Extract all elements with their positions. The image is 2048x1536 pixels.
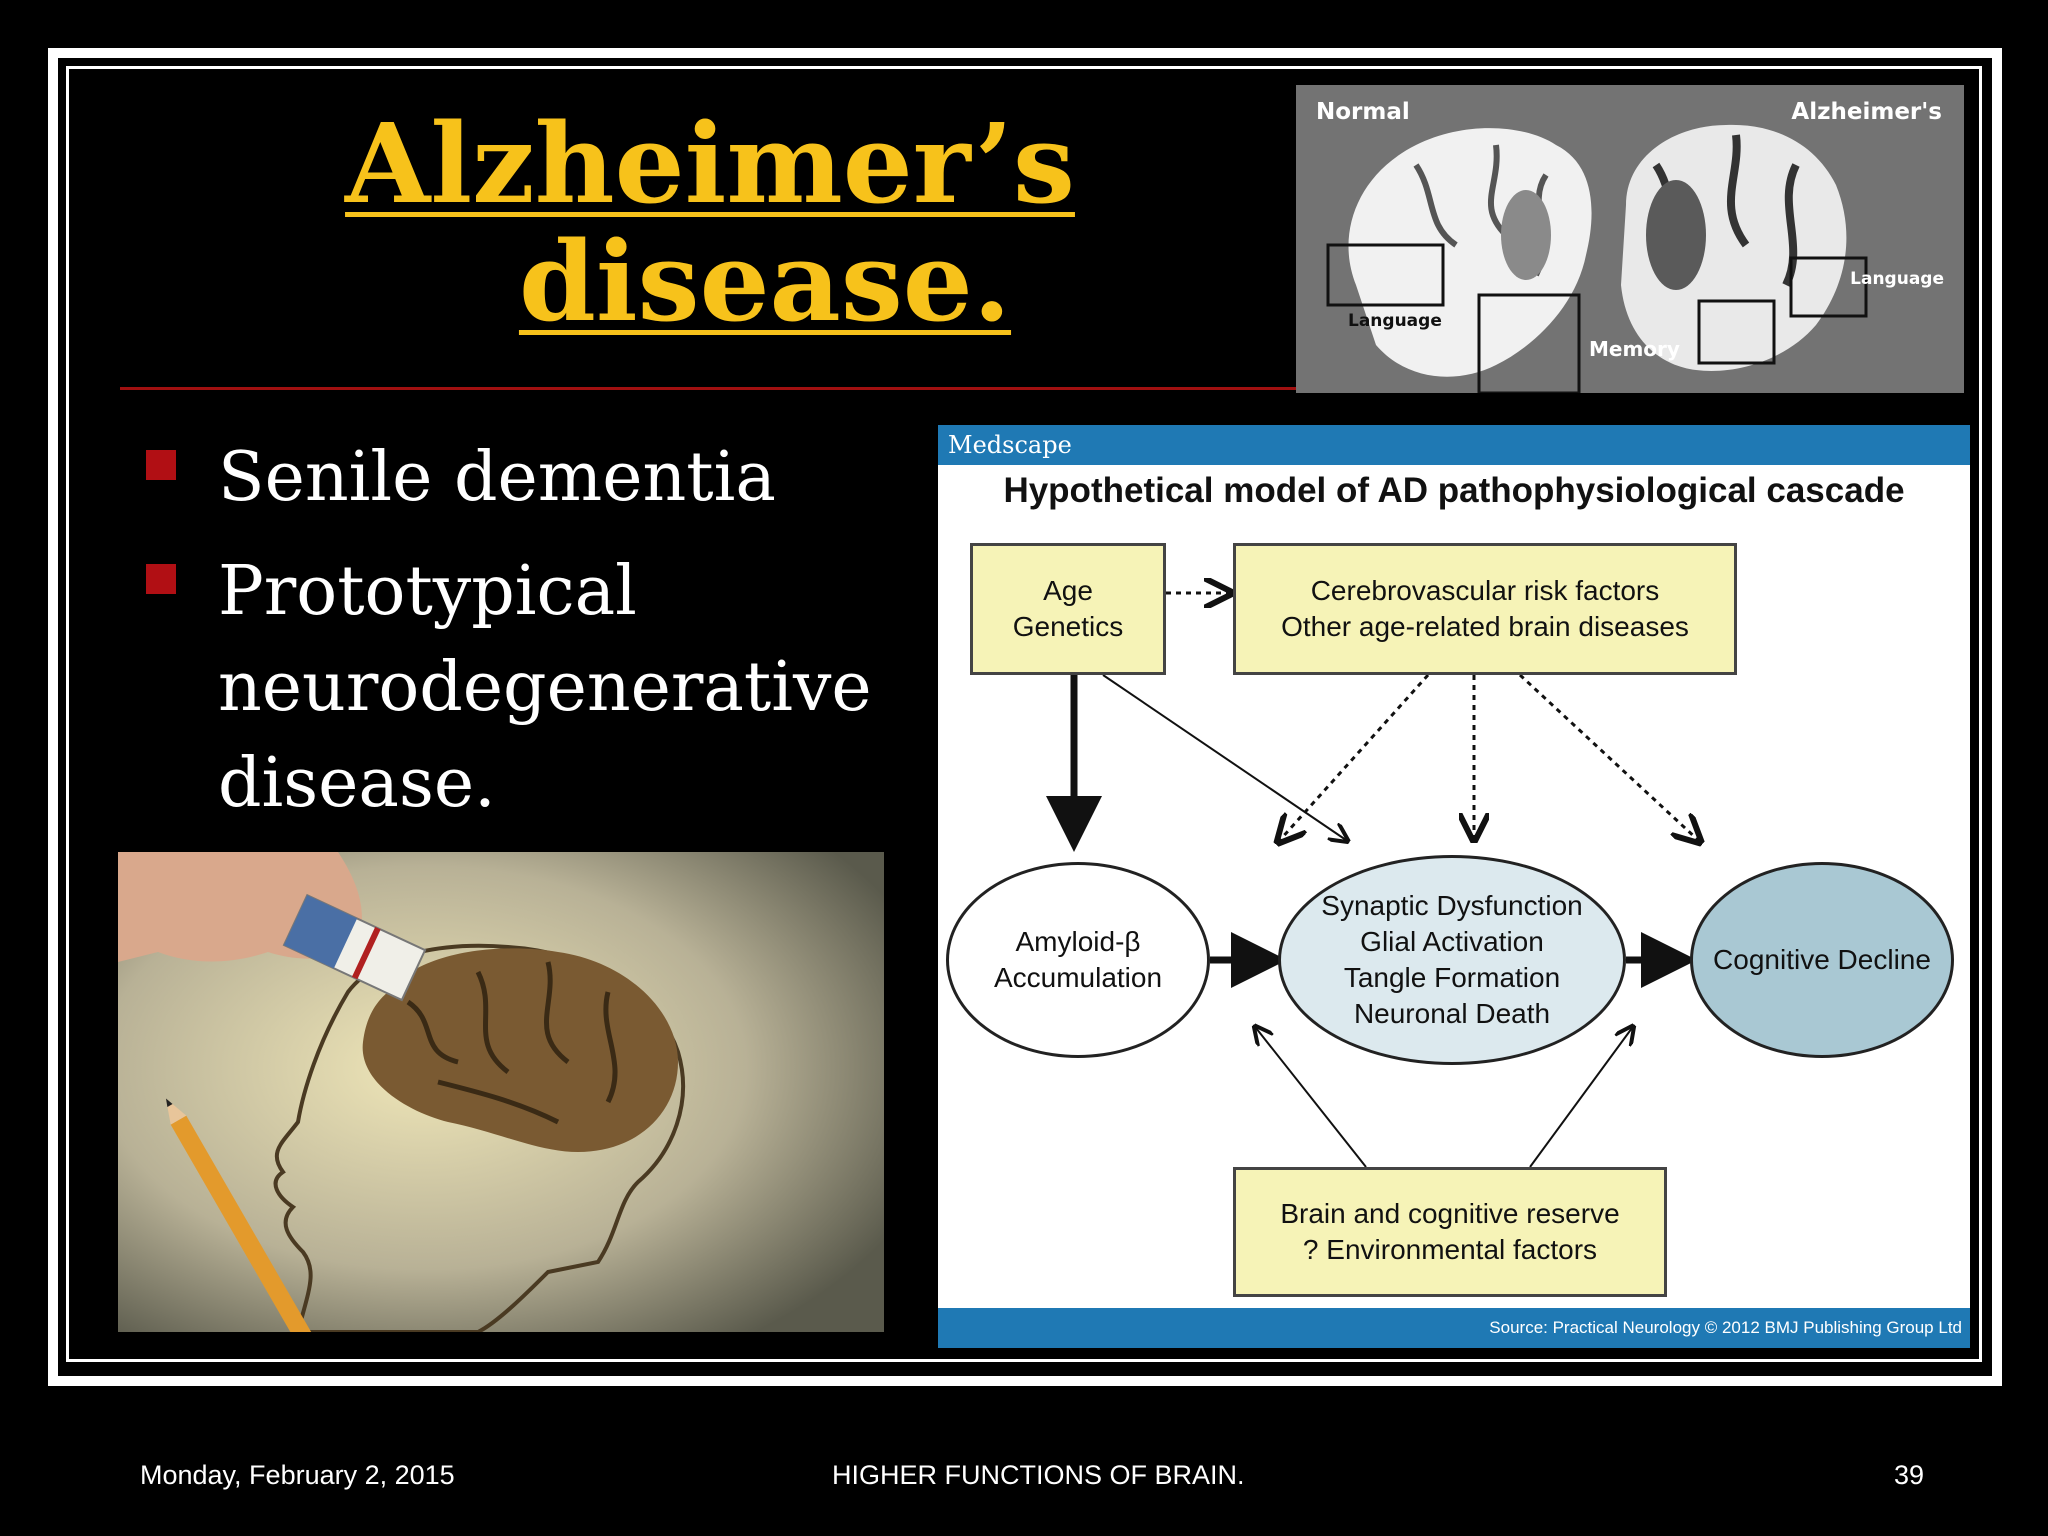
bullet-marker-icon <box>146 450 176 480</box>
node-synaptic: Synaptic Dysfunction Glial Activation Ta… <box>1278 855 1626 1065</box>
title-line-2: disease. <box>518 217 1012 346</box>
diagram-arrows <box>1046 425 1970 1168</box>
bullet-item: Senile dementia <box>140 430 900 526</box>
slide-title: Alzheimer’s disease. <box>300 105 1120 341</box>
ad-cascade-diagram: Medscape Hypothetical model of AD pathop… <box>938 425 1970 1348</box>
node-age-genetics: Age Genetics <box>970 543 1166 675</box>
label-normal: Normal <box>1316 99 1410 125</box>
footer-title: HIGHER FUNCTIONS OF BRAIN. <box>832 1460 1245 1490</box>
footer-page-number: 39 <box>1894 1460 1925 1490</box>
title-divider <box>120 387 1300 390</box>
diagram-source: Source: Practical Neurology © 2012 BMJ P… <box>1489 1318 1962 1337</box>
node-amyloid: Amyloid-β Accumulation <box>946 862 1210 1058</box>
node-cognitive-decline: Cognitive Decline <box>1690 862 1954 1058</box>
diagram-title: Hypothetical model of AD pathophysiologi… <box>1003 471 1905 510</box>
node-cerebrovascular: Cerebrovascular risk factors Other age-r… <box>1233 543 1737 675</box>
diagram-footer-bar: Source: Practical Neurology © 2012 BMJ P… <box>938 1308 1970 1348</box>
eraser-brain-illustration <box>118 852 884 1332</box>
label-alzheimers: Alzheimer's <box>1791 99 1942 125</box>
brain-comparison-photo: Normal Alzheimer's Language Language Mem… <box>1296 85 1964 393</box>
label-language-left: Language <box>1348 311 1442 331</box>
medscape-logo: Medscape <box>948 431 1072 459</box>
bullet-item: Prototypical neurodegenerative disease. <box>140 544 900 832</box>
node-reserve: Brain and cognitive reserve ? Environmen… <box>1233 1167 1667 1297</box>
label-language-right: Language <box>1850 269 1944 289</box>
slide-inner-frame <box>66 66 1982 1362</box>
bullet-marker-icon <box>146 564 176 594</box>
bullet-list: Senile dementia Prototypical neurodegene… <box>140 430 900 850</box>
label-memory: Memory <box>1589 337 1680 361</box>
footer-date: Monday, February 2, 2015 <box>140 1460 455 1490</box>
title-line-1: Alzheimer’s <box>345 99 1075 228</box>
diagram-header-bar: Medscape <box>938 425 1970 465</box>
slide-outer-frame <box>48 48 2002 1386</box>
